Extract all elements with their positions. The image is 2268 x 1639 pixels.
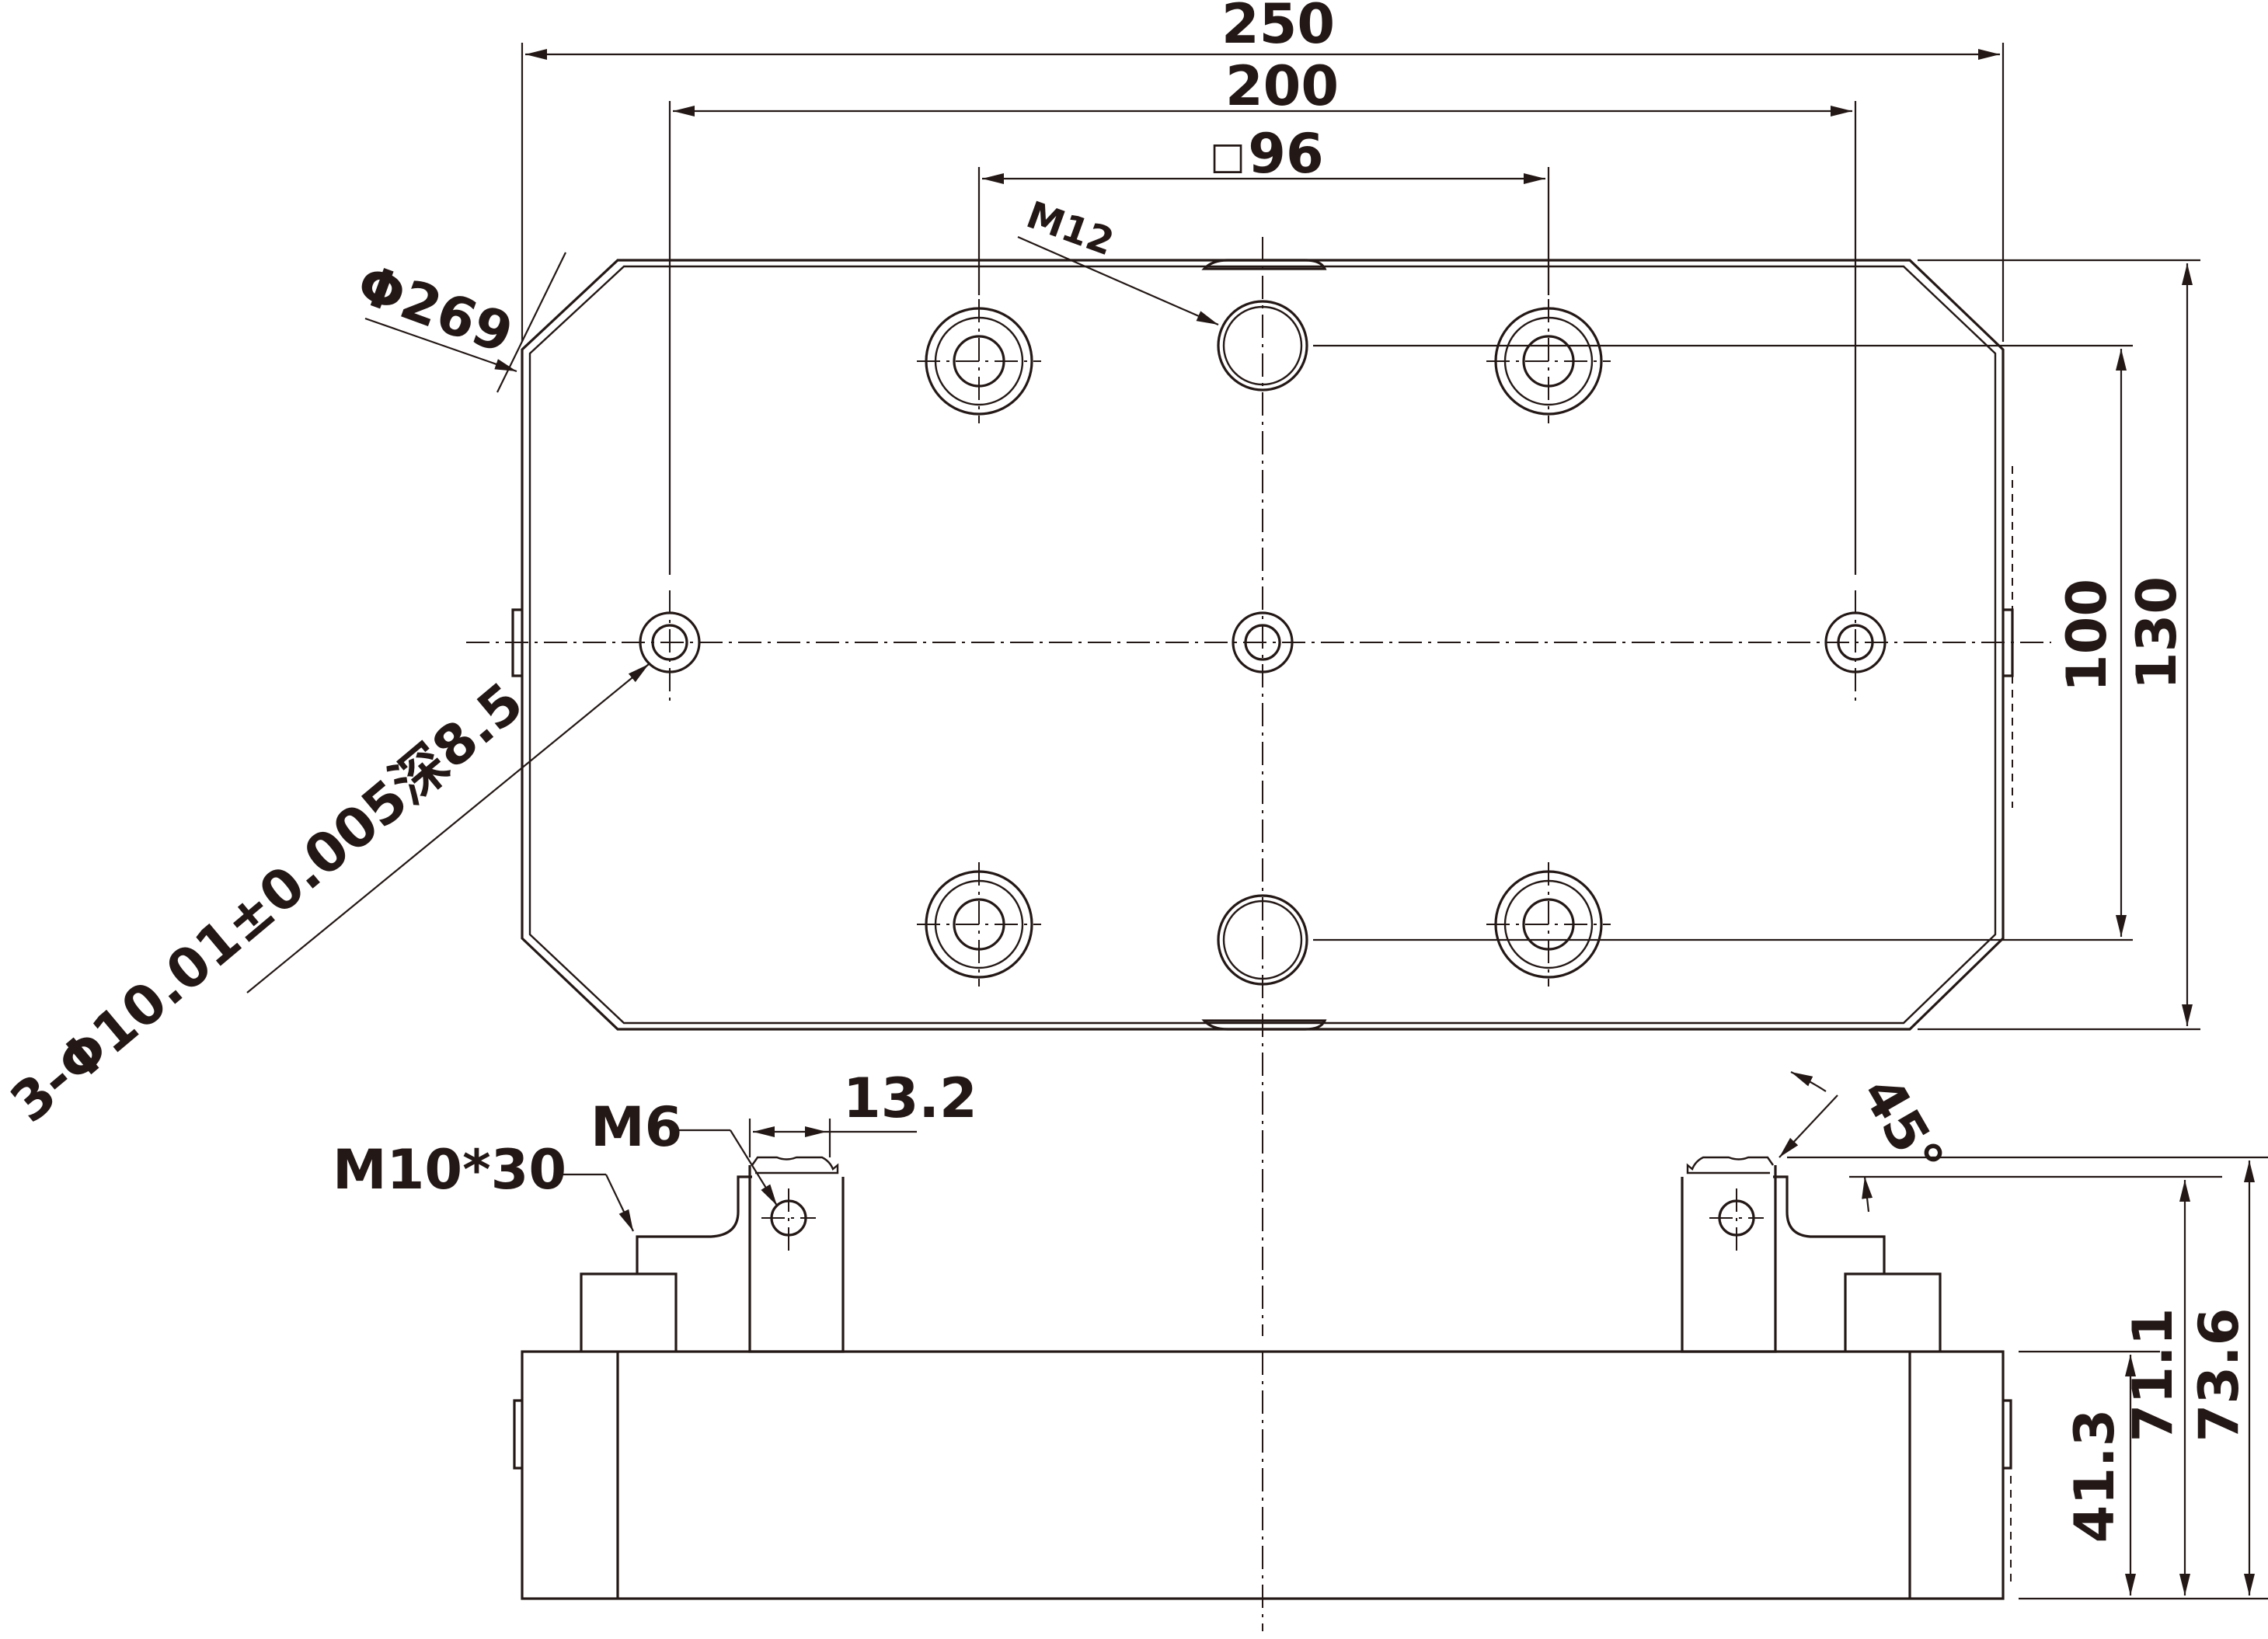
dimension-71-1-label: 71.1 bbox=[2121, 1308, 2185, 1442]
right-clamp bbox=[1681, 1156, 1942, 1353]
counterbored-hole-bottom-left bbox=[917, 862, 1041, 987]
dimension-200-label: 200 bbox=[1225, 54, 1339, 118]
callout-pin-holes: 3-Φ10.01±0.005深8.5 bbox=[0, 663, 650, 1135]
callout-m6: M6 bbox=[591, 1095, 778, 1206]
dimension-250-label: 250 bbox=[1221, 0, 1335, 56]
callout-dia-269-label: Φ269 bbox=[349, 252, 521, 366]
dimension-96-label: 96 bbox=[1248, 122, 1323, 186]
pin-hole-right bbox=[1824, 590, 1887, 703]
callout-pin-holes-label: 3-Φ10.01±0.005深8.5 bbox=[0, 670, 535, 1135]
callout-m6-label: M6 bbox=[591, 1095, 682, 1159]
dimension-41-3-label: 41.3 bbox=[2063, 1409, 2127, 1543]
callout-13-2: 13.2 bbox=[843, 1067, 977, 1130]
dimension-100-label: 100 bbox=[2055, 579, 2119, 692]
callout-dia-269: Φ269 bbox=[349, 252, 566, 393]
dimension-13-2-label: 13.2 bbox=[843, 1067, 977, 1130]
callout-m10x30-label: M10*30 bbox=[333, 1138, 566, 1202]
callout-m12: M12 bbox=[1017, 193, 1219, 326]
angle-45-label: 45° bbox=[1849, 1067, 1956, 1188]
dimension-130-label: 130 bbox=[2125, 576, 2189, 690]
callout-m10x30: M10*30 bbox=[333, 1138, 634, 1232]
front-view-base bbox=[513, 1350, 2012, 1600]
square-symbol: □ bbox=[1210, 134, 1245, 178]
dimension-250: 250 bbox=[521, 0, 2005, 342]
callout-angle-45: 45° bbox=[1779, 1067, 1956, 1213]
threaded-hole-m12-top bbox=[1217, 300, 1308, 391]
callout-m12-label: M12 bbox=[1021, 193, 1120, 265]
threaded-hole-m12-bottom bbox=[1217, 894, 1308, 986]
counterbored-hole-top-left bbox=[917, 299, 1041, 423]
dimension-200: 200 bbox=[668, 54, 1857, 575]
counterbored-hole-bottom-right bbox=[1486, 862, 1611, 987]
pin-hole-left bbox=[639, 590, 701, 703]
dimension-130: 130 bbox=[1918, 259, 2200, 1031]
dimension-96: □ 96 bbox=[977, 122, 1550, 295]
left-clamp bbox=[580, 1119, 917, 1353]
dimension-100: 100 bbox=[1313, 344, 2133, 941]
counterbored-hole-top-right bbox=[1486, 299, 1611, 423]
center-lines bbox=[466, 237, 2051, 1631]
height-dimensions: 41.3 71.1 73.6 bbox=[1787, 1156, 2268, 1600]
plate-outline bbox=[511, 259, 2014, 1031]
dimension-73-6-label: 73.6 bbox=[2187, 1308, 2251, 1442]
pin-hole-center bbox=[1232, 611, 1294, 673]
